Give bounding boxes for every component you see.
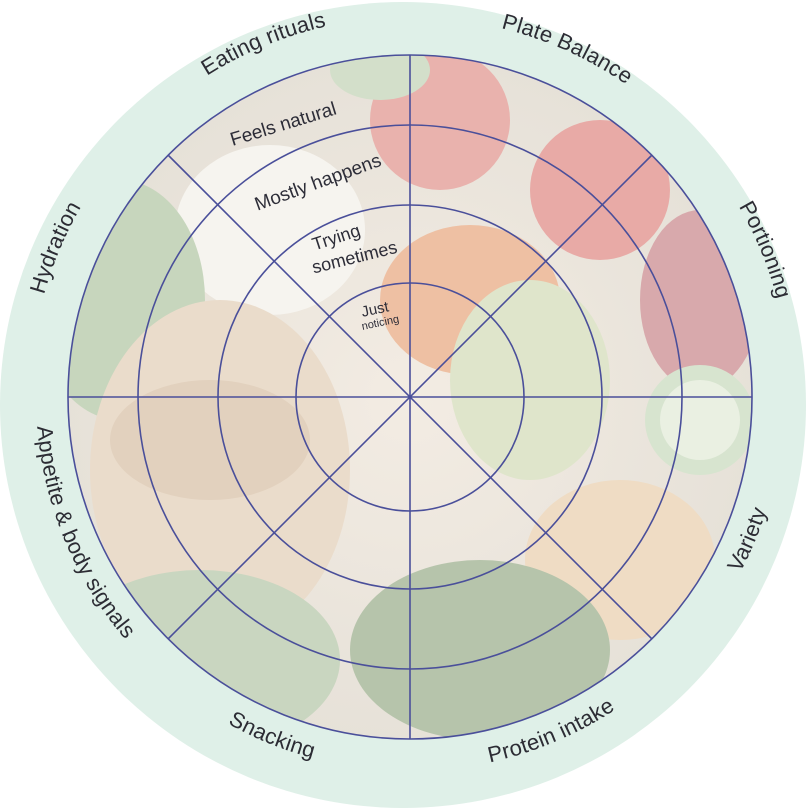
spokes bbox=[68, 55, 752, 739]
